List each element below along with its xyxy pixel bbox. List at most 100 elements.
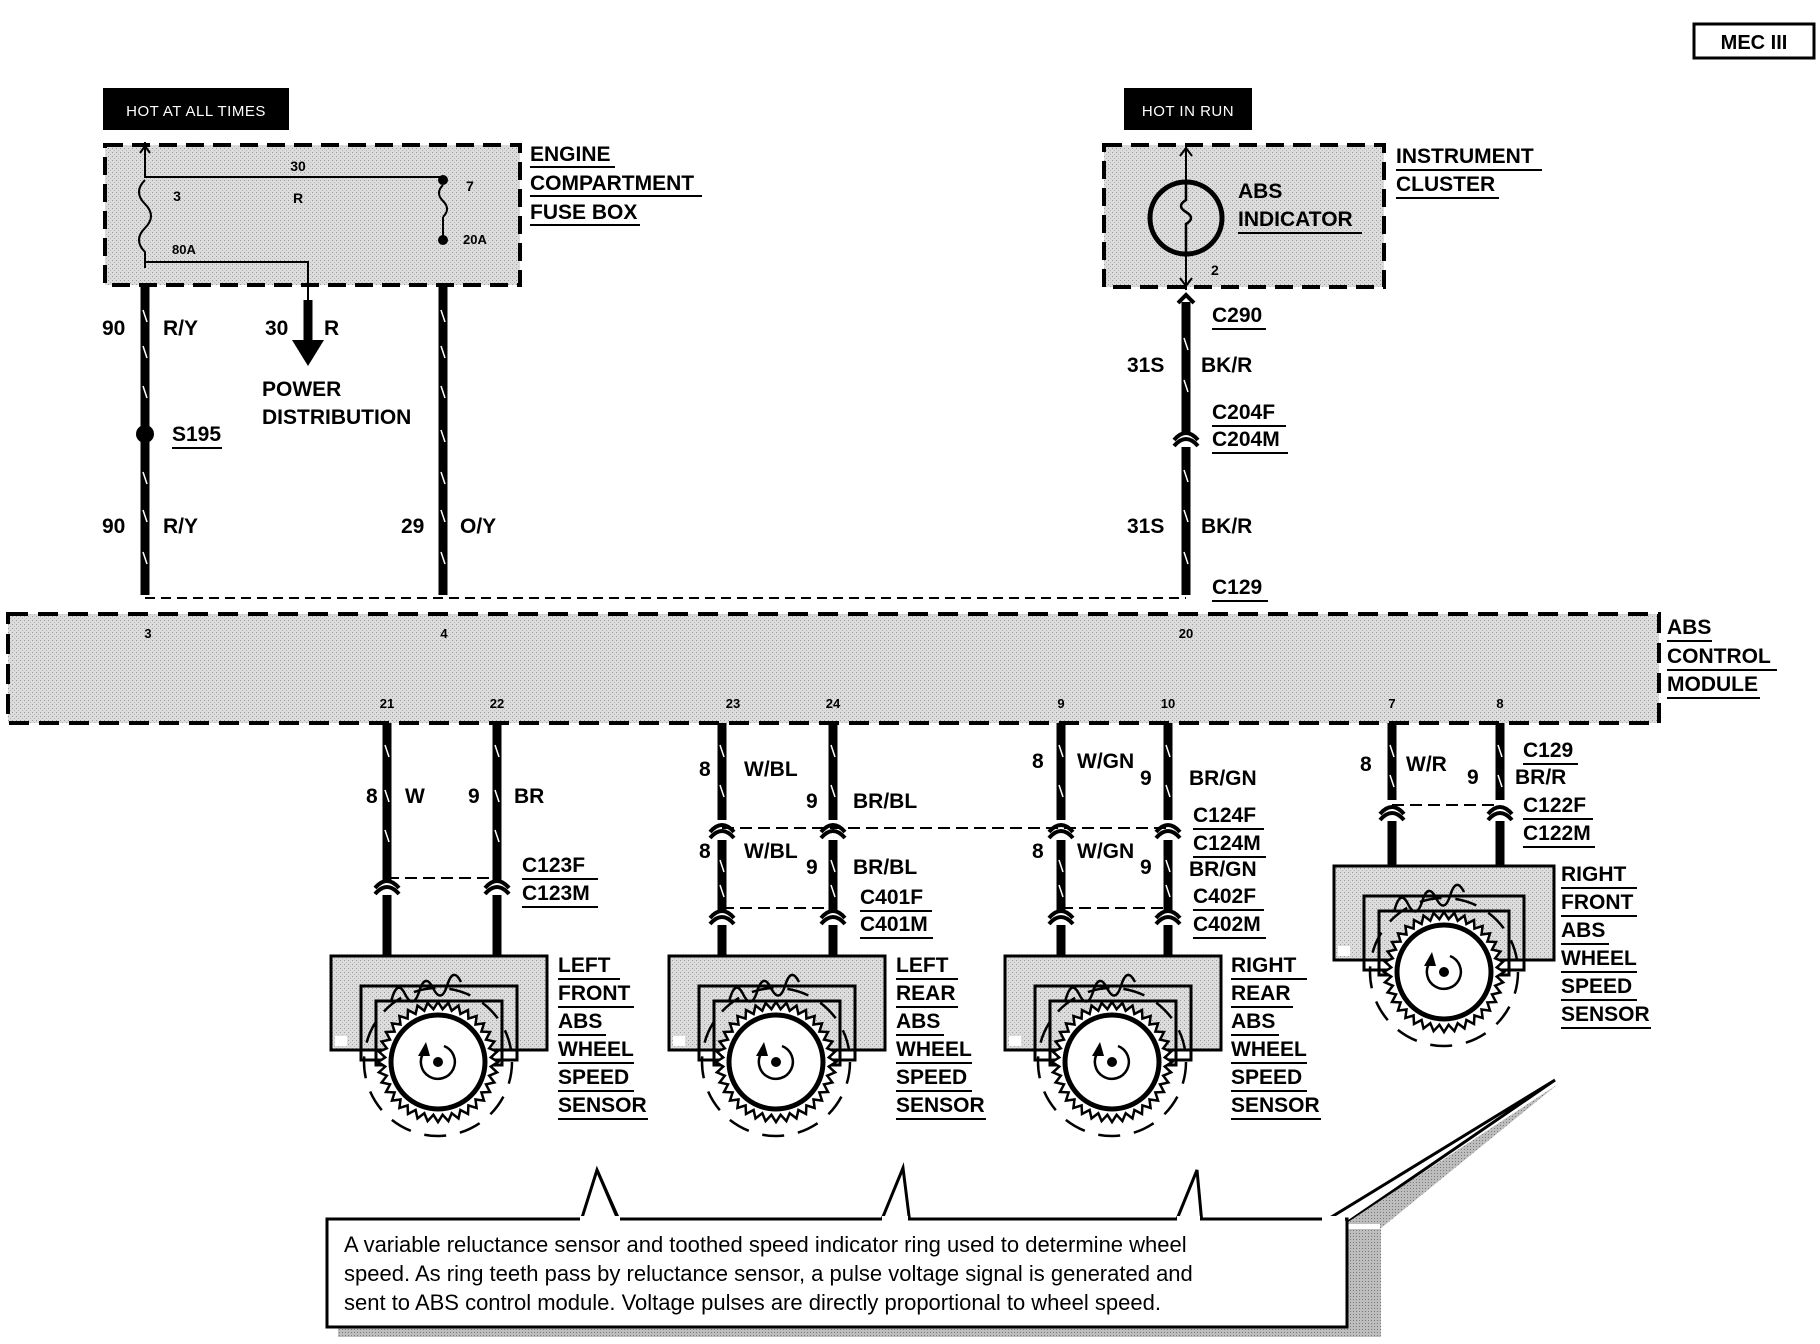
fuse-80a-label: 80A — [172, 242, 196, 257]
rf-name-2: FRONT — [1561, 891, 1633, 914]
fuse-pin-3: 3 — [173, 188, 181, 204]
abs-control-module: 3 4 20 21 22 23 24 9 10 7 8 ABS CONTROL … — [6, 597, 1777, 725]
rf-conn-m: C122M — [1523, 822, 1591, 845]
abs-indicator-label-1: ABS — [1238, 180, 1282, 203]
rf-conn-f: C122F — [1523, 794, 1586, 817]
rr-sensor-ring-outline — [1036, 986, 1188, 1138]
rf-name-6: SENSOR — [1561, 1003, 1650, 1026]
lr-wire2b-color: BR/BL — [853, 856, 917, 879]
rr-sensor-rotation-arrow — [1093, 1044, 1131, 1081]
lf-wire2-color: BR — [514, 785, 544, 808]
rr-name-2: REAR — [1231, 982, 1291, 1005]
hot-in-run-text: HOT IN RUN — [1142, 103, 1234, 120]
lr-wire1b-color: W/BL — [744, 840, 798, 863]
wire-29-num: 29 — [401, 515, 424, 538]
lr-name-1: LEFT — [896, 954, 949, 977]
lf-conn-m: C123M — [522, 882, 590, 905]
rr-wire2-color: BR/GN — [1189, 767, 1257, 790]
hot-at-all-times-tag: HOT AT ALL TIMES — [103, 88, 289, 130]
conn-c290: C290 — [1212, 304, 1262, 327]
rf-sensor-rotation-arrowhead — [1424, 952, 1436, 966]
lr-conn-f: C401F — [860, 886, 923, 909]
module-pin-10: 10 — [1161, 696, 1175, 711]
indicator-wire: C290 31S BK/R C204F C204M 31S BK/R C129 — [1127, 292, 1288, 602]
rf-sensor — [1332, 864, 1556, 1048]
module-pin-21: 21 — [380, 696, 394, 711]
lf-sensor-hub — [433, 1057, 443, 1067]
fuse-wire-30: 30 — [290, 158, 306, 174]
lr-connector-mid — [819, 829, 847, 840]
rr-connector-c402 — [1047, 909, 1075, 920]
rf-wire2-num: 9 — [1467, 766, 1479, 789]
rf-connector-c122 — [1378, 811, 1406, 822]
lf-sensor-rotation-arrow — [419, 1044, 457, 1081]
rr-connector-mid — [1154, 823, 1182, 834]
lr-connector-mid — [708, 823, 736, 834]
left-power-wires: 90 R/Y S195 90 R/Y 29 O/Y 30 R POWER DIS… — [102, 285, 496, 595]
rr-name-3: ABS — [1231, 1010, 1275, 1033]
rr-connector-mid — [1047, 823, 1075, 834]
lr-name-3: ABS — [896, 1010, 940, 1033]
lr-sensor-hub — [771, 1057, 781, 1067]
lr-wire2b-num: 9 — [806, 856, 818, 879]
lf-sensor-coil-winding — [389, 973, 463, 1003]
rf-wire1-color: W/R — [1406, 753, 1447, 776]
rr-name-5: SPEED — [1231, 1066, 1302, 1089]
conn-c204f: C204F — [1212, 401, 1275, 424]
rr-connector-mid — [1154, 829, 1182, 840]
rr-sensor-rotation-arrowhead — [1092, 1042, 1104, 1056]
lr-wire1-color: W/BL — [744, 758, 798, 781]
lf-sensor — [329, 954, 549, 1138]
rf-connector-c122 — [1486, 805, 1514, 816]
lr-conn-m: C401M — [860, 913, 928, 936]
sensor-note-callout: A variable reluctance sensor and toothed… — [325, 1078, 1558, 1337]
note-line-3: sent to ABS control module. Voltage puls… — [344, 1290, 1161, 1315]
lr-connector-c401 — [708, 909, 736, 920]
wire-90-top-color: R/Y — [163, 317, 198, 340]
rr-conn-m: C402M — [1193, 913, 1261, 936]
rr-name-1: RIGHT — [1231, 954, 1297, 977]
instrument-cluster: 2 ABS INDICATOR INSTRUMENT CLUSTER — [1102, 143, 1542, 290]
splice-s195-dot — [136, 425, 154, 443]
wire-31s-bot-num: 31S — [1127, 515, 1164, 538]
rf-sensor-ring-outline — [1368, 896, 1520, 1048]
lr-connector-c401 — [819, 915, 847, 926]
module-pin-20: 20 — [1179, 626, 1193, 641]
lr-name-2: REAR — [896, 982, 956, 1005]
lf-sensor-rotation-arrowhead — [418, 1042, 430, 1056]
rf-connector-c122 — [1378, 805, 1406, 816]
lr-name-6: SENSOR — [896, 1094, 985, 1117]
module-label-1: ABS — [1667, 616, 1711, 639]
wire-30-num: 30 — [265, 317, 288, 340]
lr-sensor-coil-winding — [727, 973, 801, 1003]
module-pin-8: 8 — [1496, 696, 1503, 711]
rf-name-5: SPEED — [1561, 975, 1632, 998]
power-distribution-label-1: POWER — [262, 378, 341, 401]
rr-conn-mid-f: C124F — [1193, 804, 1256, 827]
rr-connector-mid — [1047, 829, 1075, 840]
lr-wire1-num: 8 — [699, 758, 711, 781]
wire-30-color: R — [324, 317, 339, 340]
rr-name-6: SENSOR — [1231, 1094, 1320, 1117]
note-line-2: speed. As ring teeth pass by reluctance … — [344, 1261, 1193, 1286]
rf-wire1-num: 8 — [1360, 753, 1372, 776]
rf-name-3: ABS — [1561, 919, 1605, 942]
module-label-3: MODULE — [1667, 673, 1758, 696]
mec-badge-text: MEC III — [1721, 32, 1788, 54]
rr-sensor — [1003, 954, 1223, 1138]
rf-sensor-rotation-arrow — [1425, 954, 1463, 991]
lf-name-4: WHEEL — [558, 1038, 634, 1061]
wire-90-bot-num: 90 — [102, 515, 125, 538]
rr-connector-c402 — [1154, 909, 1182, 920]
power-distribution-arrow — [292, 340, 324, 366]
rr-sensor-coil-winding — [1063, 973, 1137, 1003]
lf-name-1: LEFT — [558, 954, 611, 977]
lf-connector-c123 — [373, 885, 401, 896]
wire-31s-top-color: BK/R — [1201, 354, 1252, 377]
hot-in-run-tag: HOT IN RUN — [1124, 88, 1252, 130]
lf-wire2-num: 9 — [468, 785, 480, 808]
lr-sensor — [667, 954, 887, 1138]
rr-conn-mid-m: C124M — [1193, 832, 1261, 855]
rr-sensor-hub — [1107, 1057, 1117, 1067]
